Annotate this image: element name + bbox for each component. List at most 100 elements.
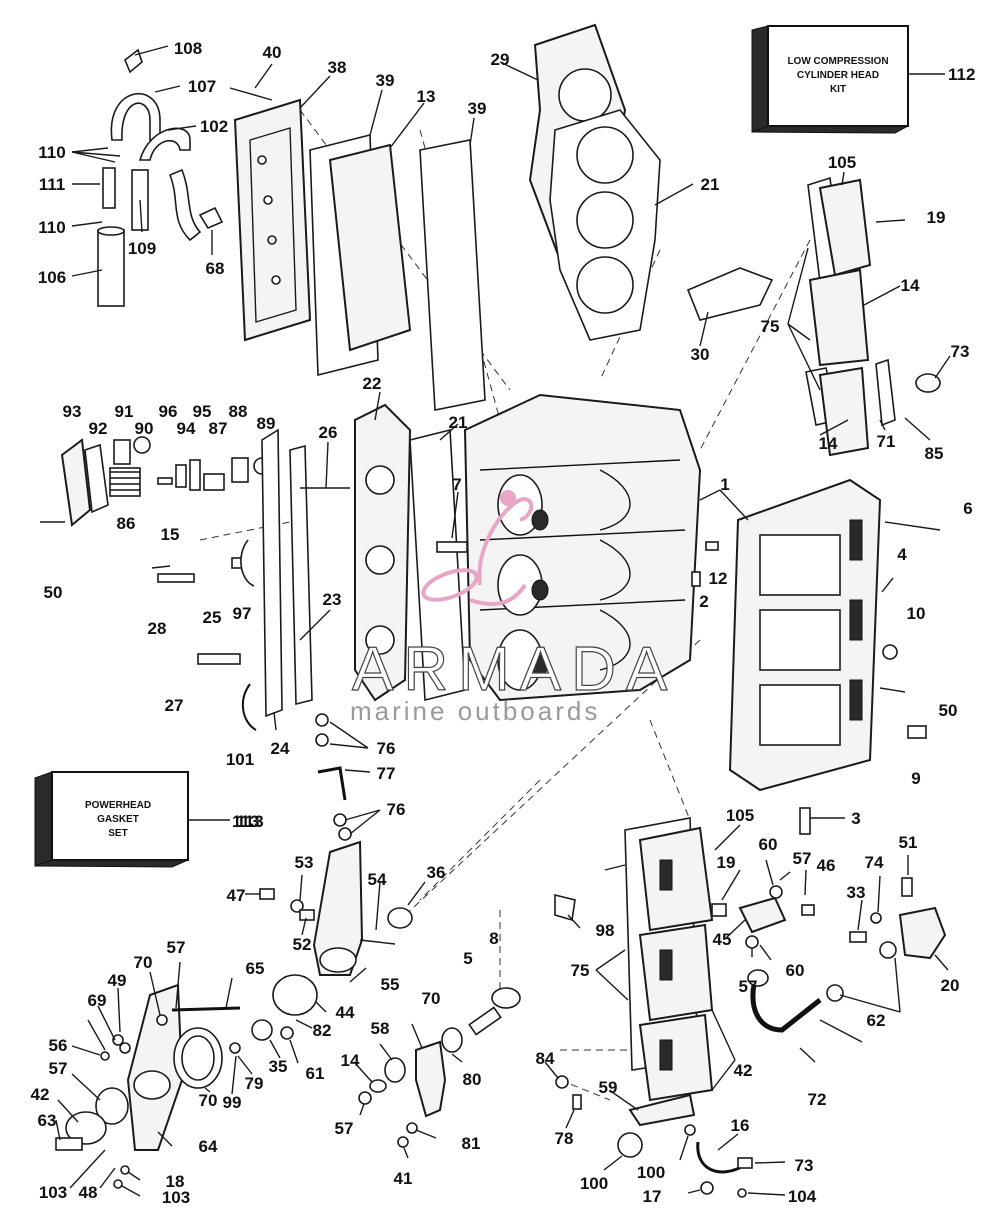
nut-84: [280, 1026, 294, 1040]
callout-69: 69: [88, 991, 107, 1010]
callout-108: 108: [174, 39, 202, 58]
callout-73: 73: [951, 342, 970, 361]
callout-1: 1: [720, 475, 729, 494]
callout-3: 3: [851, 809, 860, 828]
callout-97: 97: [233, 604, 252, 623]
callout-56: 56: [49, 1036, 68, 1055]
exhaust-cover-group: [229, 87, 486, 411]
cap-73: [915, 373, 941, 393]
callout-71: 71: [877, 432, 896, 451]
callout-10: 10: [907, 604, 926, 623]
callout-92: 92: [89, 419, 108, 438]
washer-90: [133, 436, 151, 454]
callout-58: 58: [371, 1019, 390, 1038]
linkage-group: [315, 713, 352, 841]
washer-36: [387, 907, 413, 929]
watermark-logo-figure: [421, 490, 534, 606]
callout-39: 39: [376, 71, 395, 90]
callout-50: 50: [44, 583, 63, 602]
bushing-42b: [384, 1057, 406, 1083]
rod-65: [171, 1006, 241, 1012]
callout-40: 40: [263, 43, 282, 62]
callout-113: 113: [232, 812, 259, 831]
callout-57: 57: [335, 1119, 354, 1138]
callout-76: 76: [377, 739, 396, 758]
callout-38: 38: [328, 58, 347, 77]
callout-14: 14: [901, 276, 920, 295]
washer-8: [491, 987, 521, 1009]
valve-91: [113, 439, 131, 465]
clip-101: [241, 683, 257, 731]
washer-17b: [737, 1188, 747, 1198]
lever-44: [415, 1040, 447, 1118]
callout-21: 21: [449, 413, 468, 432]
bushing-61: [95, 1087, 129, 1125]
kit-113-line-2: GASKET: [97, 814, 139, 825]
callout-112: 112: [948, 65, 975, 84]
kit-112-line-2: CYLINDER HEAD: [797, 70, 879, 81]
callout-25: 25: [203, 608, 222, 627]
callout-19: 19: [717, 853, 736, 872]
lever-72: [628, 1093, 696, 1127]
callout-78: 78: [555, 1129, 574, 1148]
callout-74: 74: [865, 853, 884, 872]
reed-plate-14b: [638, 1013, 714, 1102]
right-lower-group: [711, 871, 947, 1063]
screw-19b: [711, 903, 727, 917]
callout-100: 100: [580, 1174, 608, 1193]
knob-73: [617, 1132, 643, 1158]
callout-24: 24: [271, 739, 290, 758]
callout-14: 14: [819, 434, 838, 453]
callout-12: 12: [709, 569, 728, 588]
callout-50: 50: [939, 701, 958, 720]
reed-valve-lower-group: [554, 817, 714, 1102]
tee-111: [102, 167, 116, 209]
callout-60: 60: [759, 835, 778, 854]
callout-79: 79: [245, 1074, 264, 1093]
screw-33: [849, 931, 867, 943]
low-compression-kit-box: LOW COMPRESSION CYLINDER HEAD KIT: [751, 25, 945, 134]
callout-113: 113: [236, 812, 263, 831]
pin-4: [881, 577, 894, 593]
callout-7: 7: [452, 475, 461, 494]
callout-75: 75: [761, 317, 780, 336]
callout-72: 72: [808, 1090, 827, 1109]
callout-49: 49: [108, 971, 127, 990]
callout-14: 14: [341, 1051, 360, 1070]
plug-28: [157, 573, 195, 583]
reed-plate-105: [638, 826, 714, 932]
lower-middle-group: [358, 987, 521, 1148]
pin-96: [157, 477, 173, 485]
callout-54: 54: [368, 870, 387, 889]
kit-113-line-3: SET: [108, 828, 127, 839]
callout-84: 84: [536, 1049, 555, 1068]
element-88: [231, 457, 249, 483]
nut-53: [290, 899, 304, 913]
ring-95: [189, 459, 201, 491]
pin-5: [468, 1006, 502, 1036]
mount-20: [898, 906, 947, 960]
callout-59: 59: [599, 1078, 618, 1097]
screw-81: [572, 1094, 582, 1110]
hose-fitting-group: [97, 48, 224, 307]
fitting-87: [203, 473, 225, 491]
bypass-cover-group: [40, 436, 271, 587]
washer-60a: [769, 885, 783, 899]
plate-71: [875, 358, 896, 427]
callout-53: 53: [295, 853, 314, 872]
callout-22: 22: [363, 374, 382, 393]
washer-60b: [745, 935, 759, 949]
callout-103: 103: [162, 1188, 190, 1207]
callout-28: 28: [148, 619, 167, 638]
washer-69: [112, 1034, 124, 1046]
callout-65: 65: [246, 959, 265, 978]
callout-41: 41: [394, 1169, 413, 1188]
screw-12: [705, 541, 719, 551]
screw-52: [299, 909, 315, 921]
callout-57: 57: [167, 938, 186, 957]
callout-19: 19: [927, 208, 946, 227]
callout-81: 81: [462, 1134, 481, 1153]
gasket-24: [261, 428, 283, 718]
washer-70a: [156, 1014, 168, 1026]
